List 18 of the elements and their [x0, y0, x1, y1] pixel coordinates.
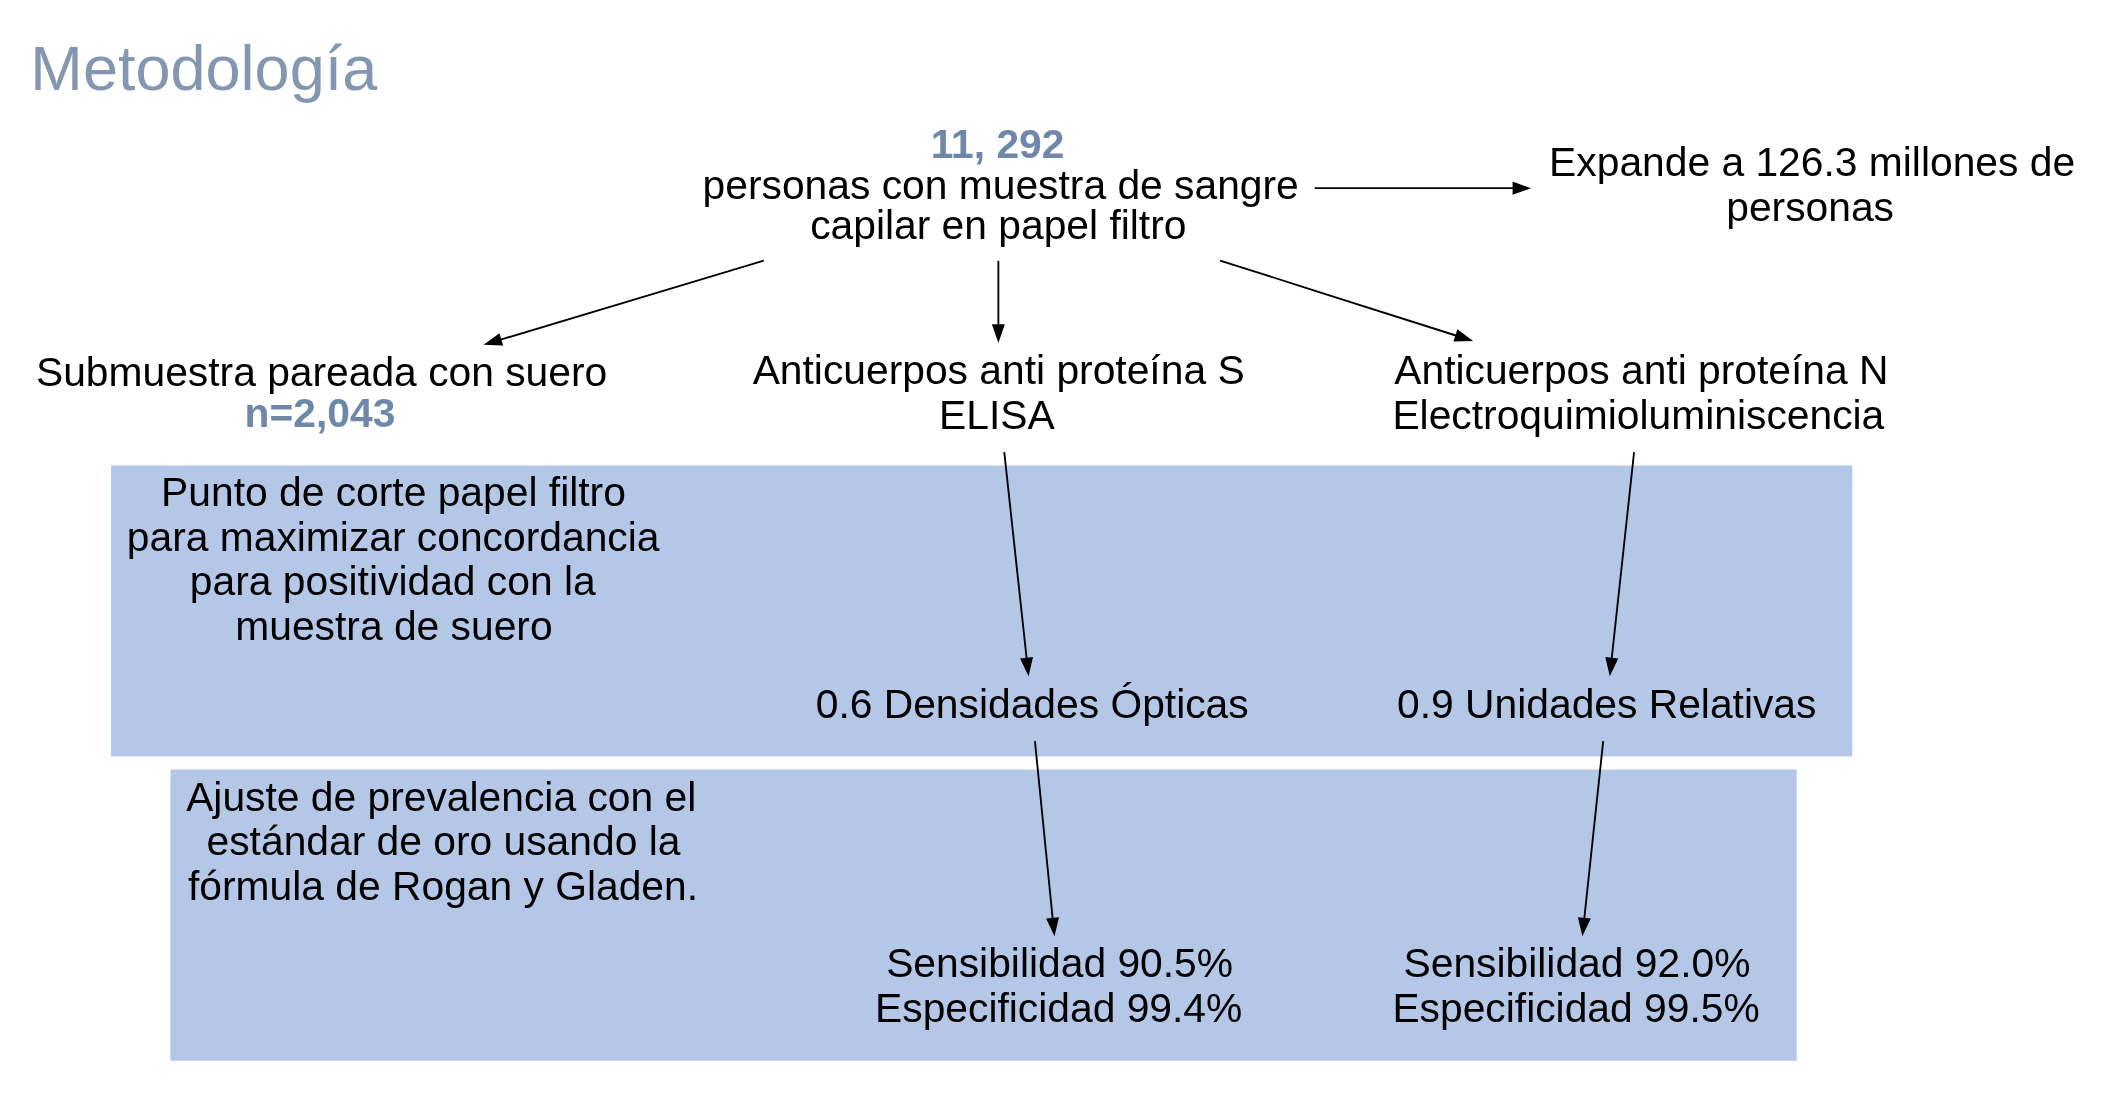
arrow [1003, 451, 1033, 677]
arrow [1219, 259, 1474, 342]
node-text: Expande a 126.3 millones de personas [1549, 139, 2076, 230]
node-text: Submuestra pareada con suero n=2,043 [35, 348, 608, 436]
node-text: 11, 292 personas con muestra de sangre capilar en papel filtro [702, 120, 1299, 249]
node-text: Anticuerpos anti proteína S ELISA [752, 347, 1245, 438]
arrow [1034, 740, 1060, 937]
arrow [1605, 451, 1635, 677]
arrow [1577, 740, 1605, 937]
node-text: 0.9 Unidades Relativas [1397, 680, 1817, 727]
node-text: Sensibilidad 90.5% Especificidad 99.4% [875, 940, 1243, 1031]
arrow [483, 259, 765, 346]
node-text: Sensibilidad 92.0% Especificidad 99.5% [1392, 940, 1760, 1031]
arrow [991, 259, 1005, 343]
node-text: Anticuerpos anti proteína N Electroquimioluminiscencia [1392, 347, 1889, 438]
node-text: 0.6 Densidades Ópticas [815, 680, 1249, 727]
arrow [1313, 181, 1532, 195]
diagram-title: Metodología [30, 33, 378, 104]
